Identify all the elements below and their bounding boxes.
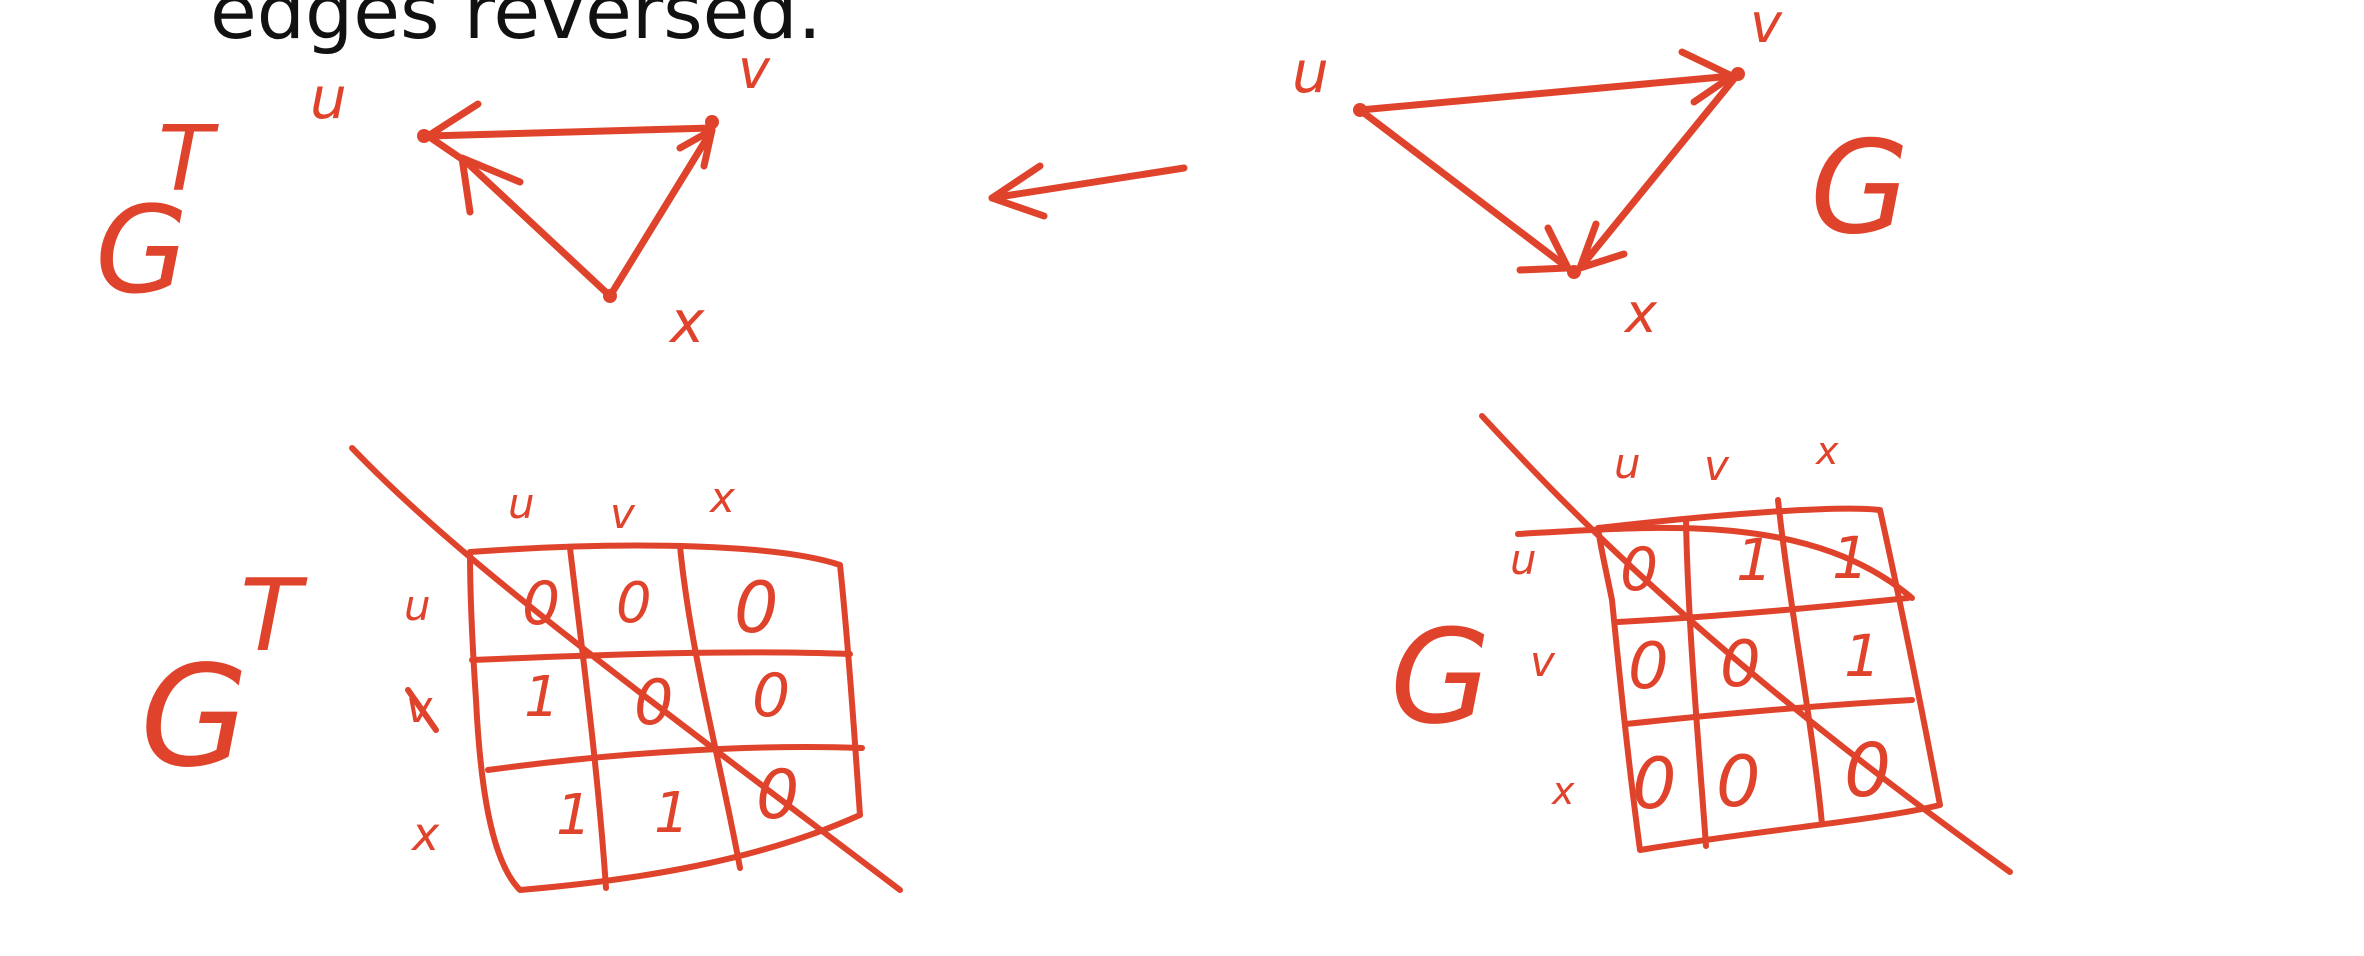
- transpose-edge-x-to-v: [606, 126, 716, 300]
- transpose-matrix-border: [467, 542, 863, 893]
- original-matrix-diagonal: [1479, 413, 2013, 875]
- original-edge-u-to-x: [1356, 106, 1572, 272]
- original-arrowhead-x-from-v: [1576, 220, 1628, 272]
- transpose-cell-2-0: 1: [556, 783, 592, 848]
- transpose-graph-superscript: T: [158, 107, 219, 212]
- transpose-graph-label: G: [95, 182, 188, 321]
- original-matrix-col-divider-1: [1683, 517, 1709, 849]
- original-graph: G u v x: [1292, 0, 1909, 345]
- transpose-matrix-label: G: [140, 636, 249, 799]
- original-arrowhead-v: [1678, 48, 1736, 106]
- original-col-x: x: [1815, 429, 1839, 473]
- transpose-matrix-superscript: T: [240, 557, 308, 674]
- original-col-v: v: [1704, 441, 1730, 490]
- original-cell-2-0: 0: [1632, 743, 1677, 825]
- transpose-matrix-col-divider-1: [567, 545, 609, 891]
- transpose-matrix-diagonal: [349, 445, 903, 893]
- original-matrix-row-divider-2: [1623, 697, 1915, 727]
- original-node-v-label: v: [1750, 0, 1783, 55]
- transpose-matrix-col-divider-2: [677, 543, 743, 871]
- transpose-arrow-shaft: [988, 164, 1188, 202]
- transpose-cell-1-0: 1: [524, 665, 560, 730]
- transpose-arrowhead-v: [676, 126, 716, 170]
- original-cell-0-1: 1: [1736, 526, 1773, 594]
- original-arrowhead-x-from-u: [1516, 224, 1572, 274]
- transpose-matrix-row-divider-1: [469, 649, 853, 663]
- transpose-graph: G T u v x: [95, 38, 771, 356]
- transpose-cell-1-2: 0: [752, 661, 790, 731]
- original-matrix-row-divider-1: [1515, 524, 1915, 601]
- original-edge-v-to-x: [1576, 70, 1742, 272]
- transpose-arrow: [988, 162, 1188, 220]
- original-cell-2-1: 0: [1716, 741, 1761, 823]
- original-matrix-row-divider-1b: [1615, 595, 1911, 625]
- transpose-col-v: v: [610, 489, 636, 538]
- transpose-edge-v-to-u: [424, 124, 716, 140]
- transpose-row-u: u: [404, 581, 431, 630]
- original-matrix-border: [1595, 505, 1943, 853]
- original-col-u: u: [1614, 439, 1641, 488]
- original-cell-1-0: 0: [1628, 630, 1669, 704]
- original-row-u: u: [1510, 535, 1537, 584]
- original-cell-0-2: 1: [1832, 524, 1869, 592]
- original-graph-label: G: [1810, 114, 1909, 263]
- original-node-u-label: u: [1292, 38, 1329, 106]
- transpose-row-x: x: [410, 807, 440, 861]
- transpose-cell-2-1: 1: [654, 781, 690, 846]
- original-cell-1-2: 1: [1844, 622, 1881, 690]
- original-matrix: G u v x u v x 0 1 1 0 0 1 0 0 0: [1390, 413, 2013, 875]
- original-row-x: x: [1551, 769, 1575, 813]
- transpose-node-v-label: v: [738, 38, 771, 101]
- transpose-node-x-label: x: [668, 288, 705, 356]
- original-edge-u-to-v: [1356, 72, 1736, 114]
- transpose-col-x: x: [708, 473, 736, 522]
- transpose-node-u-label: u: [310, 64, 347, 132]
- transpose-col-u: u: [508, 479, 535, 528]
- original-matrix-label: G: [1390, 601, 1491, 753]
- original-row-v: v: [1530, 637, 1556, 686]
- transpose-matrix: G T u v x u v x 0 0 0 1 0 0 1 1 0: [140, 445, 903, 893]
- transpose-edge-x-to-u: [458, 154, 614, 300]
- slide-heading-text: edges reversed.: [210, 0, 822, 56]
- transpose-arrowhead-u-from-x: [458, 154, 524, 216]
- transpose-arrow-head: [988, 162, 1048, 220]
- transpose-matrix-row-divider-2: [485, 744, 865, 773]
- transpose-cell-0-2: 0: [734, 567, 779, 649]
- transpose-row-v-strike: [405, 687, 439, 733]
- original-cell-2-2: 0: [1844, 728, 1891, 814]
- original-node-x-label: x: [1623, 282, 1658, 345]
- original-matrix-col-divider-2: [1775, 497, 1825, 827]
- transpose-cell-0-1: 0: [616, 571, 652, 636]
